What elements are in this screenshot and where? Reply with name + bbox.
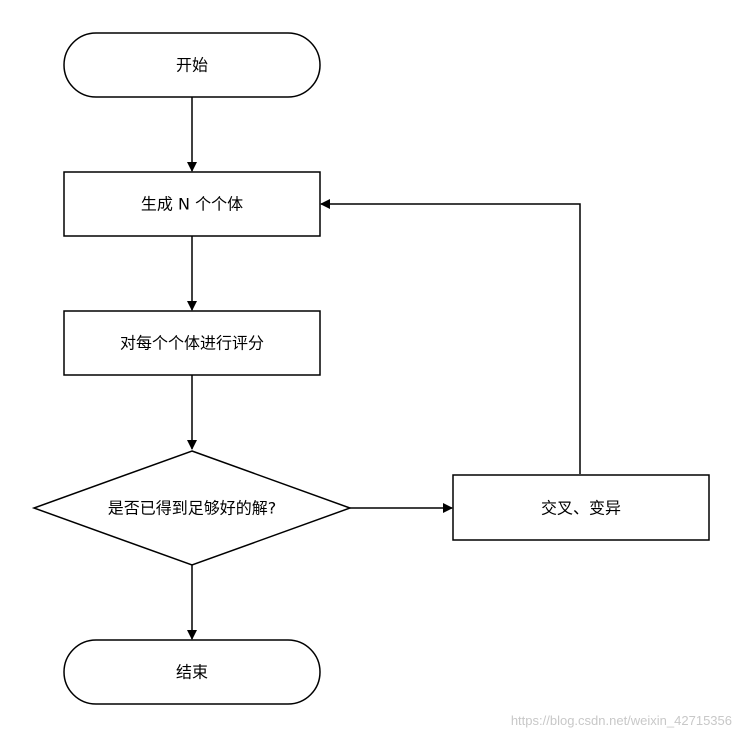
crossover-node-label: 交叉、变异 (541, 499, 621, 518)
watermark: https://blog.csdn.net/weixin_42715356 (511, 713, 732, 728)
generate-node: 生成 N 个个体 (63, 171, 321, 237)
decision-node-label: 是否已得到足够好的解? (108, 499, 277, 518)
score-node-label: 对每个个体进行评分 (120, 334, 264, 353)
score-node: 对每个个体进行评分 (63, 310, 321, 376)
generate-node-label: 生成 N 个个体 (141, 195, 243, 214)
decision-node: 是否已得到足够好的解? (31, 450, 353, 566)
end-node: 结束 (63, 639, 321, 705)
start-node: 开始 (63, 32, 321, 98)
end-node-label: 结束 (176, 663, 208, 682)
crossover-node: 交叉、变异 (452, 474, 710, 541)
start-node-label: 开始 (176, 56, 208, 75)
edge-crossover-to-generate (320, 199, 581, 474)
connectors (187, 97, 581, 640)
